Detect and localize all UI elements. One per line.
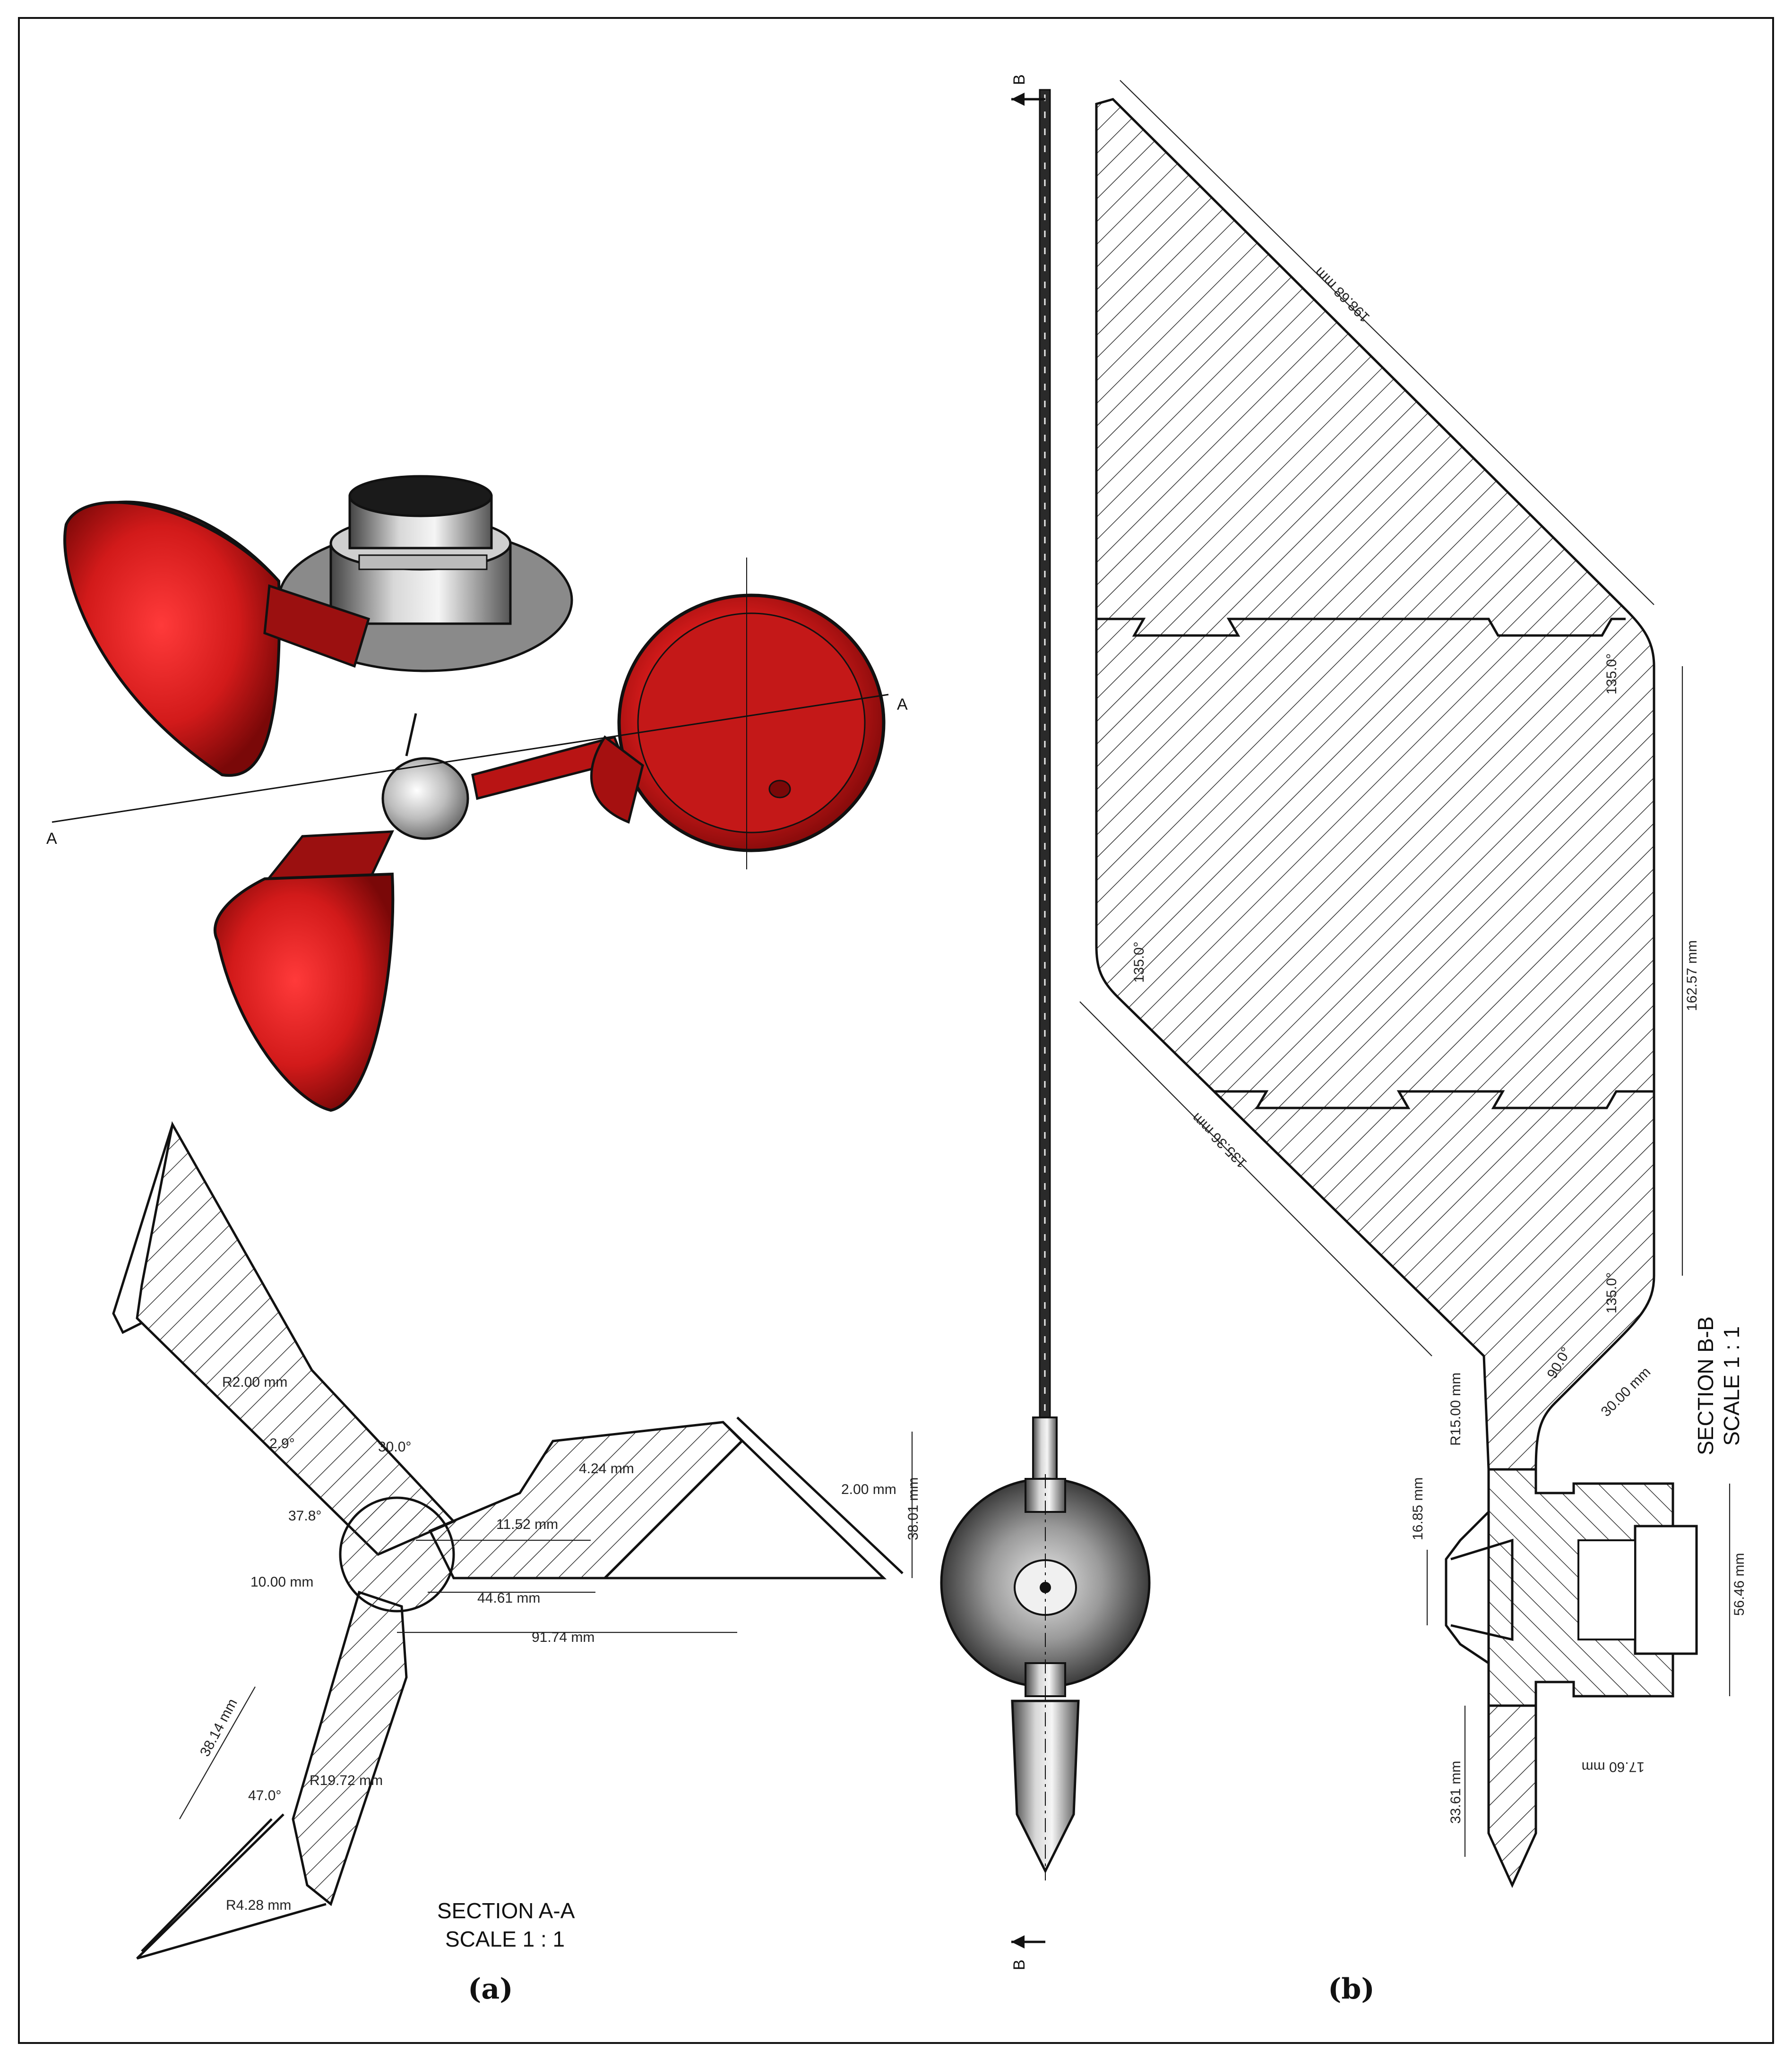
dim-37-8-deg: 37.8° bbox=[288, 1508, 321, 1524]
section-letter-b-top: B bbox=[1010, 74, 1028, 85]
anemometer-cup-render: A A bbox=[46, 475, 908, 1112]
dim-r15-mm: R15.00 mm bbox=[1448, 1373, 1464, 1446]
section-a-scale: SCALE 1 : 1 bbox=[445, 1927, 565, 1951]
dim-10-mm: 10.00 mm bbox=[250, 1574, 313, 1590]
dim-56-46-mm: 56.46 mm bbox=[1732, 1553, 1747, 1616]
dim-162-57-mm: 162.57 mm bbox=[1684, 940, 1700, 1011]
section-a-title: SECTION A-A bbox=[437, 1898, 575, 1923]
section-letter-a-left: A bbox=[46, 830, 57, 848]
section-b-b-drawing: 198.68 mm 135.0° 162.57 mm 135.0° 135.36… bbox=[1079, 80, 1747, 1888]
section-a-a-drawing: R2.00 mm 2.9° 30.0° 37.8° 10.00 mm 11.52… bbox=[112, 1121, 921, 1960]
section-letter-a-right: A bbox=[897, 695, 908, 713]
dim-11-52-mm: 11.52 mm bbox=[496, 1517, 558, 1532]
dim-r19-72-mm: R19.72 mm bbox=[310, 1773, 383, 1788]
dim-135-deg-left: 135.0° bbox=[1131, 942, 1147, 983]
section-b-title: SECTION B-B bbox=[1693, 1316, 1718, 1455]
dim-44-61-mm: 44.61 mm bbox=[477, 1590, 540, 1606]
dim-4-24-mm: 4.24 mm bbox=[579, 1461, 634, 1476]
figure-border bbox=[18, 17, 1774, 2044]
dim-16-85-mm: 16.85 mm bbox=[1410, 1477, 1426, 1540]
dim-47-deg: 47.0° bbox=[248, 1788, 281, 1803]
panel-label-a: (a) bbox=[468, 1973, 513, 2006]
dim-2-00-mm: 2.00 mm bbox=[841, 1482, 896, 1497]
dim-135-deg-top: 135.0° bbox=[1604, 653, 1620, 695]
dim-30-deg: 30.0° bbox=[378, 1439, 411, 1455]
dim-33-61-mm: 33.61 mm bbox=[1448, 1761, 1464, 1824]
dim-135-deg-bottom: 135.0° bbox=[1604, 1272, 1620, 1313]
dim-30-mm: 30.00 mm bbox=[1598, 1364, 1654, 1420]
dim-38-01-mm: 38.01 mm bbox=[905, 1477, 921, 1540]
dim-r4-28-mm: R4.28 mm bbox=[226, 1897, 291, 1913]
section-b-scale: SCALE 1 : 1 bbox=[1719, 1326, 1744, 1446]
dim-17-60-mm: 17.60 mm bbox=[1582, 1759, 1645, 1775]
dim-r2-00: R2.00 mm bbox=[222, 1374, 287, 1390]
dim-2-9-deg: 2.9° bbox=[269, 1436, 295, 1451]
panel-label-b: (b) bbox=[1328, 1973, 1375, 2006]
section-letter-b-bottom: B bbox=[1010, 1959, 1028, 1970]
wind-vane-side-view: B B bbox=[940, 74, 1151, 1970]
